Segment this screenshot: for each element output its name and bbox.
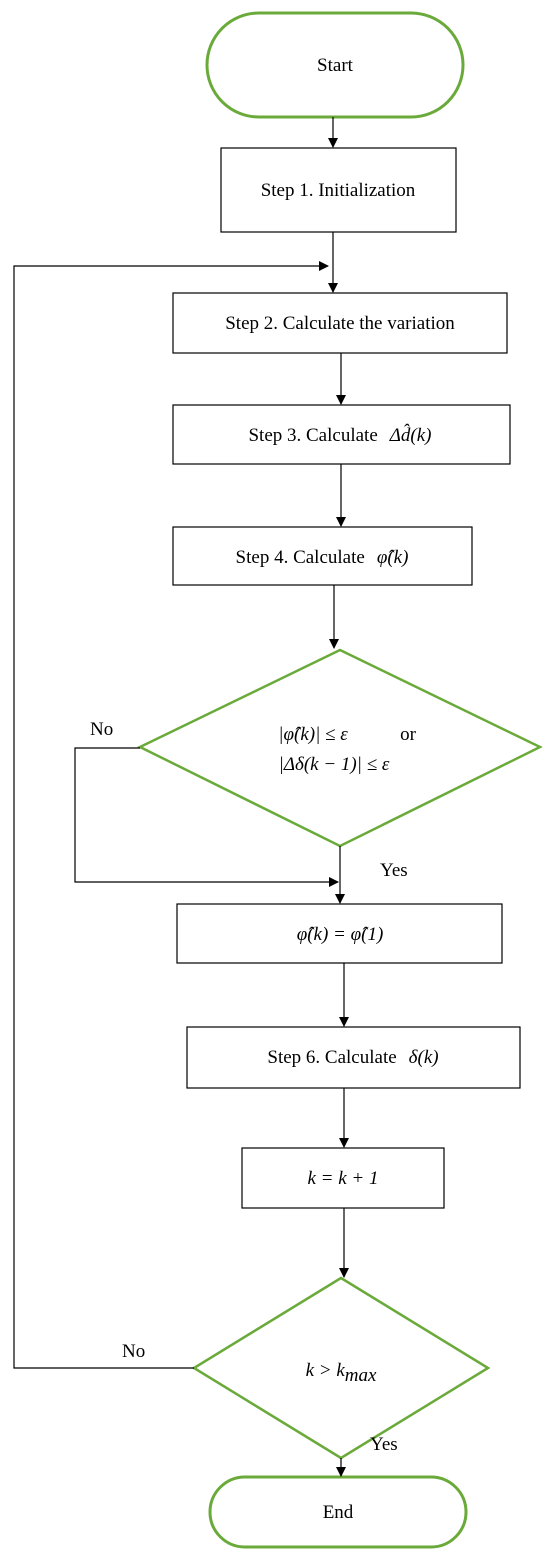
decision1-line2: |Δδ(k − 1)| ≤ ε [279,754,390,775]
increment-shape [241,1147,445,1209]
increment-box: k = k + 1 [241,1147,445,1209]
step3-box: Step 3. Calculate Δd̂(k) [172,404,511,465]
step4-math: φ̂(k) [377,547,409,568]
decision1-line1: |φ̂(k)| ≤ ε [278,724,348,745]
step2-shape [172,292,508,354]
step2-label: Step 2. Calculate the variation [225,313,455,334]
step2-box: Step 2. Calculate the variation [172,292,508,354]
end-terminal-shape [208,1475,468,1549]
step4-label: Step 4. Calculate φ̂(k) [236,547,409,568]
step4-box: Step 4. Calculate φ̂(k) [172,526,473,586]
step6-label: Step 6. Calculate δ(k) [267,1047,438,1068]
step3-prefix: Step 3. Calculate [248,425,377,446]
increment-label: k = k + 1 [307,1168,378,1189]
decision1-shape [137,648,543,848]
step3-shape [172,404,511,465]
assign-label: φ̂(k) = φ̂(1) [297,924,384,945]
decision2-math: k > k [306,1360,346,1381]
decision2-diamond: k > kmax [191,1276,491,1460]
decision1-yes-label: Yes [380,860,408,881]
connectors [13,117,349,1477]
arrow-decision1-no-bypass [74,747,339,887]
decision1-diamond: |φ̂(k)| ≤ ε or |Δδ(k − 1)| ≤ ε [137,648,543,848]
decision2-no-label: No [122,1341,145,1362]
start-terminal-shape [205,11,465,119]
step3-label: Step 3. Calculate Δd̂(k) [248,424,431,446]
step6-shape [186,1026,521,1089]
assign-shape [176,903,503,964]
step4-shape [172,526,473,586]
arrow-decision2-no-loop [13,261,329,1369]
step6-box: Step 6. Calculate δ(k) [186,1026,521,1089]
step1-label: Step 1. Initialization [261,180,416,201]
step1-box: Step 1. Initialization [220,147,457,233]
step4-prefix: Step 4. Calculate [236,547,365,568]
end-terminal: End [208,1475,468,1549]
assign-box: φ̂(k) = φ̂(1) [176,903,503,964]
step6-math: δ(k) [409,1047,439,1068]
decision2-yes-label: Yes [370,1434,398,1455]
decision1-no-label: No [90,719,113,740]
decision2-sub: max [345,1365,377,1386]
start-terminal: Start [205,11,465,119]
start-label: Start [317,55,354,76]
decision1-or: or [400,724,417,745]
step6-prefix: Step 6. Calculate [267,1047,396,1068]
end-label: End [323,1502,354,1523]
decision2-label: k > kmax [306,1360,377,1386]
step1-shape [220,147,457,233]
step3-math: Δd̂(k) [389,424,432,446]
